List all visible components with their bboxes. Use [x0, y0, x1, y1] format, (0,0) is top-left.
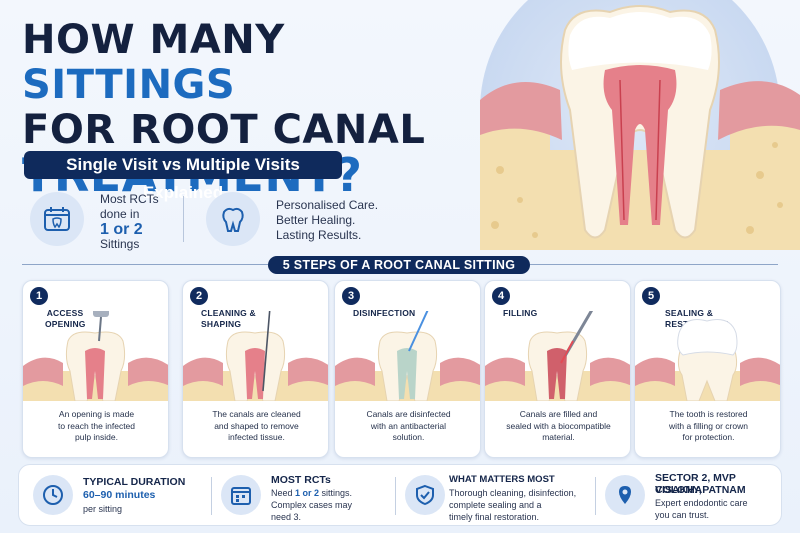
step-desc-l2: sealed with a biocompatible	[506, 420, 611, 431]
duration-heading: TYPICAL DURATION	[83, 476, 186, 488]
step-number: 1	[30, 287, 48, 305]
info-divider	[183, 196, 184, 242]
step-card-3: 3 DISINFECTION Canals are disinfected wi…	[334, 280, 481, 458]
location-line2: you can trust.	[655, 510, 710, 520]
subtitle-banner: Single Visit vs Multiple Visits Explaine…	[24, 151, 342, 202]
matters-line1: Thorough cleaning, disinfection,	[449, 488, 577, 498]
info-right-line2: Better Healing.	[276, 213, 356, 227]
rct-l1c: sittings.	[319, 488, 353, 498]
rct-item: MOST RCTs Need 1 or 2 sittings. Complex …	[215, 465, 395, 527]
step-desc-l2: with a filling or crown	[669, 420, 748, 431]
steps-header-rule-left	[22, 264, 268, 265]
step-desc-l2: with an antibacterial	[370, 420, 447, 431]
filling-tip-icon	[485, 311, 630, 401]
step-title-l1: DISINFECTION	[353, 308, 416, 318]
location-heading-1: SECTOR 2, MVP COLONY,	[655, 472, 736, 496]
matters-heading: WHAT MATTERS MOST	[449, 474, 555, 485]
title-line2: FOR ROOT CANAL	[22, 107, 426, 153]
step-title-l1: FILLING	[503, 308, 538, 318]
rct-line1: Need 1 or 2 sittings.	[271, 488, 352, 499]
step-description: Canals are filled and sealed with a bioc…	[493, 409, 624, 444]
step-card-1: 1 ACCESS OPENING An opening is made to r…	[22, 280, 169, 458]
step-description: An opening is made to reach the infected…	[31, 409, 162, 444]
irrigation-syringe-icon	[335, 311, 480, 401]
step-description: Canals are disinfected with an antibacte…	[343, 409, 474, 444]
info-left-line1: Most RCTs	[100, 192, 159, 206]
location-pin-icon	[605, 475, 645, 515]
step-desc-l2: to reach the infected	[57, 420, 136, 431]
info-left-line3: Sittings	[100, 237, 140, 251]
location-line1: Expert endodontic care	[655, 498, 748, 508]
step-card-4: 4 FILLING Canals are filled and sealed w…	[484, 280, 631, 458]
matters-line2: complete sealing and a	[449, 500, 542, 510]
step-title-l2: SHAPING	[201, 319, 242, 329]
step-title-l1: ACCESS	[46, 308, 84, 318]
step-desc-l3: solution.	[392, 432, 425, 442]
bottom-divider	[395, 477, 396, 515]
step-desc-l1: An opening is made	[58, 409, 135, 419]
hero-tooth-icon	[480, 5, 800, 250]
shield-check-icon	[405, 475, 445, 515]
info-right-line1: Personalised Care.	[276, 198, 379, 212]
rct-l1a: Need	[271, 488, 296, 498]
step-desc-l1: Canals are disinfected	[366, 409, 451, 419]
step-title: CLEANING & SHAPING	[201, 308, 256, 330]
step-description: The tooth is restored with a filling or …	[643, 409, 774, 444]
step-title-l2: OPENING	[45, 319, 86, 329]
step-desc-l3: pulp inside.	[74, 432, 118, 442]
step-desc-l1: Canals are filled and	[519, 409, 598, 419]
info-row: Most RCTs done in 1 or 2 Sittings Person…	[30, 192, 390, 252]
step-number: 4	[492, 287, 510, 305]
bottom-info-bar: TYPICAL DURATION 60–90 minutes per sitti…	[18, 464, 782, 526]
bottom-divider	[595, 477, 596, 515]
endo-file-icon	[183, 311, 328, 401]
step-card-2: 2 CLEANING & SHAPING The canals are clea…	[182, 280, 329, 458]
step-title: ACCESS OPENING	[45, 308, 85, 330]
rct-l1b: 1 or 2	[295, 488, 320, 498]
title-line1-a: HOW MANY	[22, 17, 285, 63]
steps-header-label: 5 STEPS OF A ROOT CANAL SITTING	[268, 256, 530, 274]
rct-line3: need 3.	[271, 512, 302, 522]
hero-tooth-illustration	[480, 0, 800, 250]
bottom-divider	[211, 477, 212, 515]
duration-value: 60–90 minutes	[83, 489, 156, 501]
rct-line2: Complex cases may	[271, 500, 353, 510]
step-desc-l3: infected tissue.	[228, 432, 285, 442]
step-number: 2	[190, 287, 208, 305]
duration-item: TYPICAL DURATION 60–90 minutes per sitti…	[27, 465, 212, 527]
clock-icon	[33, 475, 73, 515]
info-right-line3: Lasting Results.	[276, 228, 362, 242]
step-desc-l1: The tooth is restored	[669, 409, 748, 419]
steps-header: 5 STEPS OF A ROOT CANAL SITTING	[0, 256, 800, 274]
calendar-tooth-icon	[30, 192, 84, 246]
step-title: FILLING	[503, 308, 537, 319]
info-left-line2: done in	[100, 207, 140, 221]
step-description: The canals are cleaned and shaped to rem…	[191, 409, 322, 444]
matters-line3: timely final restoration.	[449, 512, 540, 522]
calendar-icon	[221, 475, 261, 515]
step-title-l1: SEALING &	[665, 308, 714, 318]
step-desc-l1: The canals are cleaned	[212, 409, 301, 419]
duration-sub: per sitting	[83, 504, 123, 514]
step-desc-l3: for protection.	[682, 432, 735, 442]
location-item: SECTOR 2, MVP COLONY, VISAKHAPATNAM Expe…	[599, 465, 781, 527]
step-number: 5	[642, 287, 660, 305]
step-card-5: 5 SEALING & RESTORATION The tooth is res…	[634, 280, 781, 458]
info-right-text: Personalised Care. Better Healing. Lasti…	[276, 198, 378, 243]
crown-icon	[635, 319, 780, 401]
title-line1-b: SITTINGS	[22, 62, 236, 108]
steps-header-rule-right	[530, 264, 778, 265]
step-title: DISINFECTION	[353, 308, 415, 319]
info-left-big: 1 or 2	[100, 221, 143, 238]
rct-heading: MOST RCTs	[271, 474, 331, 486]
step-number: 3	[342, 287, 360, 305]
dental-drill-icon	[23, 311, 168, 401]
location-heading-2: VISAKHAPATNAM	[655, 484, 746, 496]
tooth-icon	[206, 192, 260, 246]
step-desc-l3: material.	[542, 432, 575, 442]
step-desc-l2: and shaped to remove	[214, 420, 299, 431]
info-left-text: Most RCTs done in 1 or 2 Sittings	[100, 192, 159, 252]
matters-item: WHAT MATTERS MOST Thorough cleaning, dis…	[399, 465, 594, 527]
step-title-l1: CLEANING &	[201, 308, 256, 318]
